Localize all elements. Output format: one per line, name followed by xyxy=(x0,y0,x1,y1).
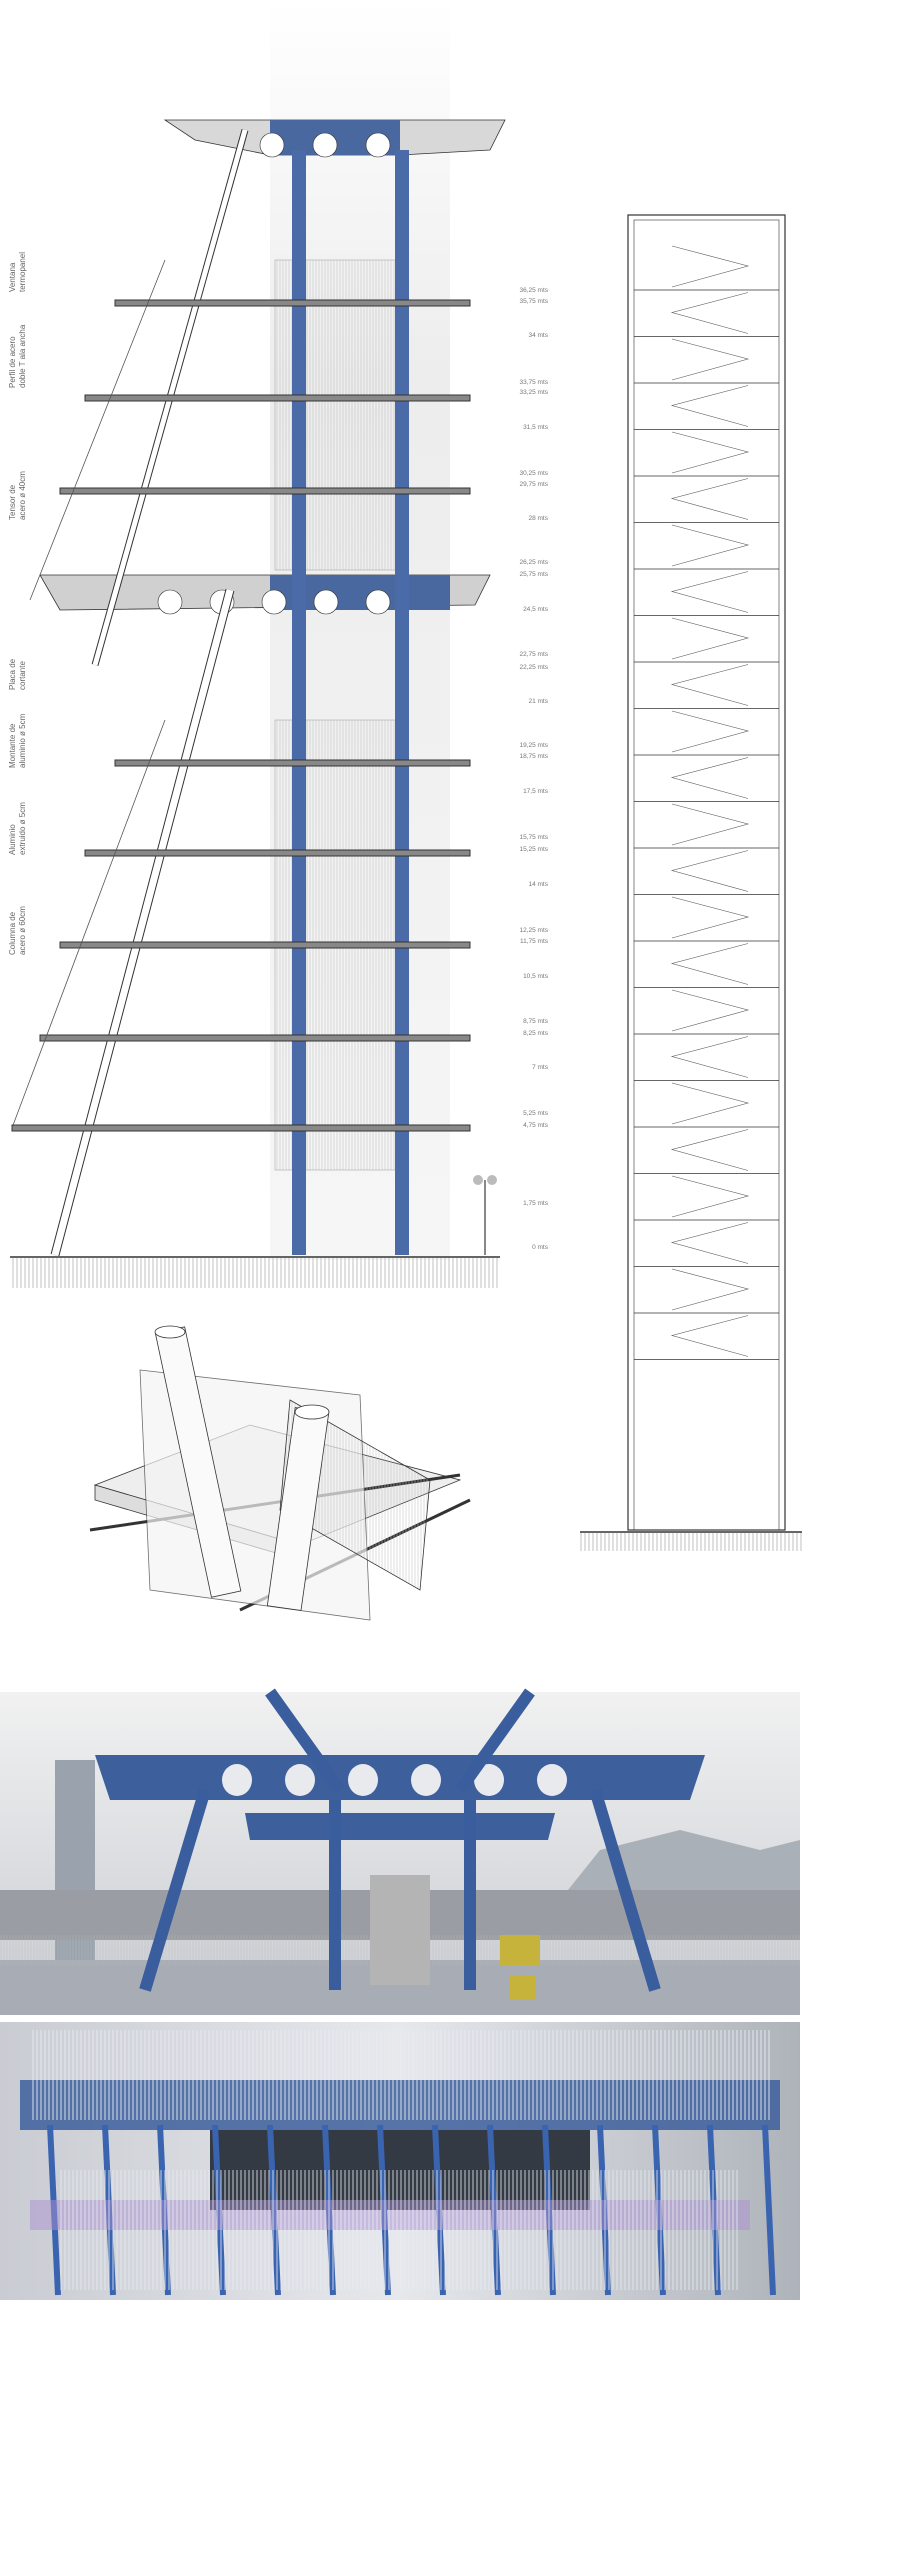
stair-flight xyxy=(671,896,750,939)
level-label: 30,25 mts xyxy=(519,470,548,477)
stair-flight xyxy=(671,803,750,846)
level-label: 7 mts xyxy=(532,1064,548,1071)
column-right xyxy=(395,150,409,1255)
label-ventana-termopanel: Ventana termopanel xyxy=(8,251,27,292)
level-label: 29,75 mts xyxy=(519,481,548,488)
stair-flight xyxy=(670,757,749,799)
level-label: 25,75 mts xyxy=(519,571,548,578)
column-left xyxy=(292,150,306,1255)
level-label: 4,75 mts xyxy=(523,1122,548,1129)
stair-flight xyxy=(670,1315,749,1357)
stair-flight xyxy=(670,478,749,520)
level-label: 5,25 mts xyxy=(523,1110,548,1117)
label-aluminio-extruido: Aluminio extruido ø 5cm xyxy=(8,802,27,855)
ground-hatch xyxy=(10,1258,500,1288)
stair-flight xyxy=(671,431,750,474)
level-label: 8,25 mts xyxy=(523,1030,548,1037)
level-label: 11,75 mts xyxy=(519,938,548,945)
level-label: 35,75 mts xyxy=(519,298,548,305)
elevation-drawing xyxy=(10,0,506,1288)
stair-flight xyxy=(670,292,749,334)
stair-flight xyxy=(671,524,750,567)
stair-flight xyxy=(671,617,750,660)
label-columna-acero: Columna de acero ø 60cm xyxy=(8,906,27,955)
level-label: 8,75 mts xyxy=(523,1018,548,1025)
stair-flight xyxy=(670,1129,749,1171)
stair-flight xyxy=(670,850,749,892)
stair-flight xyxy=(670,943,749,985)
level-label: 33,75 mts xyxy=(519,379,548,386)
label-placa-cortante: Placa de cortante xyxy=(8,658,27,690)
level-label: 15,25 mts xyxy=(519,846,548,853)
facade-column xyxy=(762,2124,776,2296)
level-label: 1,75 mts xyxy=(523,1200,548,1207)
level-label: 22,25 mts xyxy=(519,664,548,671)
render-rooftop xyxy=(0,1688,800,2015)
level-label: 36,25 mts xyxy=(519,287,548,294)
stair-flight xyxy=(670,571,749,613)
stair-flight xyxy=(671,1175,750,1218)
level-label: 12,25 mts xyxy=(519,927,548,934)
level-label: 31,5 mts xyxy=(523,424,548,431)
level-label: 0 mts xyxy=(532,1244,548,1251)
level-label: 22,75 mts xyxy=(519,651,548,658)
section-drawing xyxy=(580,214,802,1551)
level-label: 19,25 mts xyxy=(519,742,548,749)
label-montante-aluminio: Montante de aluminio ø 5cm xyxy=(8,713,27,768)
stair-flight xyxy=(670,1036,749,1078)
stair-flight xyxy=(670,664,749,706)
stair-flight xyxy=(671,338,750,381)
level-label: 18,75 mts xyxy=(519,753,548,760)
level-label: 26,25 mts xyxy=(519,559,548,566)
label-tensor-acero: Tensor de acero ø 40cm xyxy=(8,471,27,520)
level-label: 24,5 mts xyxy=(523,606,548,613)
level-label: 34 mts xyxy=(528,332,548,339)
stair-flight xyxy=(671,1082,750,1125)
stair-flight xyxy=(671,989,750,1032)
stair-flight xyxy=(671,1268,750,1311)
stair-flight xyxy=(671,245,750,288)
level-label: 17,5 mts xyxy=(523,788,548,795)
stair-flight xyxy=(671,710,750,753)
level-label: 10,5 mts xyxy=(523,973,548,980)
level-label: 28 mts xyxy=(528,515,548,522)
axonometric-detail xyxy=(89,1325,471,1621)
section-ground-hatch xyxy=(580,1533,802,1551)
stair-flight xyxy=(670,385,749,427)
render-facade xyxy=(0,2022,800,2300)
stair-flight xyxy=(670,1222,749,1264)
level-label: 21 mts xyxy=(528,698,548,705)
level-label: 14 mts xyxy=(528,881,548,888)
level-label: 15,75 mts xyxy=(519,834,548,841)
level-label: 33,25 mts xyxy=(519,389,548,396)
label-perfil-acero: Perfil de acero doble T ala ancha xyxy=(8,324,27,388)
